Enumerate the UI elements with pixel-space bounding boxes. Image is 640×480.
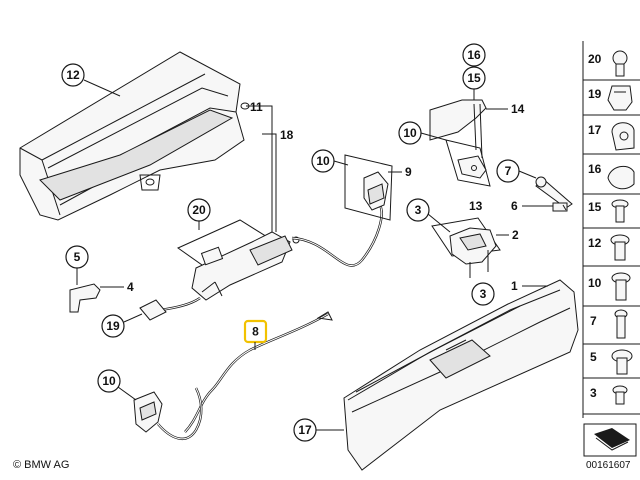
svg-text:3: 3 (415, 203, 422, 217)
sidebar-row-7: 7 (583, 309, 640, 345)
bracket-13-part (445, 139, 491, 187)
svg-text:4: 4 (127, 280, 134, 294)
svg-text:15: 15 (588, 200, 602, 214)
flange-screw-icon (611, 199, 629, 223)
callout-19: 19 (101, 313, 143, 338)
callout-11: 11 (250, 100, 263, 114)
hex-bolt-icon (610, 234, 630, 261)
document-number: 00161607 (586, 460, 631, 471)
bracket-5-part (69, 283, 101, 313)
small-screw-icon (612, 385, 628, 405)
svg-text:7: 7 (590, 314, 597, 328)
svg-text:10: 10 (588, 276, 602, 290)
clip-nut-icon (607, 85, 633, 111)
svg-text:5: 5 (74, 250, 81, 264)
strut-6-part (535, 176, 573, 212)
cap-icon (607, 165, 635, 190)
svg-text:17: 17 (588, 123, 602, 137)
svg-text:2: 2 (512, 228, 519, 242)
callout-13: 13 (469, 199, 483, 213)
callout-4: 4 (100, 280, 134, 294)
svg-text:3: 3 (590, 386, 597, 400)
storage-tray-part (19, 51, 250, 221)
svg-text:19: 19 (588, 87, 602, 101)
callout-7: 7 (496, 159, 537, 183)
callout-5: 5 (65, 245, 89, 285)
callout-10c: 10 (97, 369, 137, 401)
sidebar-row-17: 17 (583, 122, 640, 155)
sidebar-row-20: 20 (583, 50, 640, 81)
tailgate-panel-1-part (343, 279, 579, 471)
switch-9-part (344, 154, 393, 221)
svg-text:15: 15 (467, 71, 481, 85)
svg-text:17: 17 (298, 423, 312, 437)
lock-10-part (133, 391, 163, 433)
svg-text:16: 16 (467, 48, 481, 62)
connector-19-part (139, 299, 167, 321)
direction-arrow-icon (583, 423, 637, 457)
callout-1: 1 (511, 279, 548, 293)
callout-12: 12 (61, 63, 121, 97)
svg-text:1: 1 (511, 279, 518, 293)
svg-text:9: 9 (405, 165, 412, 179)
sidebar-row-16: 16 (583, 162, 640, 195)
svg-text:8: 8 (252, 325, 259, 339)
svg-text:16: 16 (588, 162, 602, 176)
svg-text:7: 7 (505, 164, 512, 178)
copyright-notice: © BMW AG (13, 459, 70, 471)
callout-9: 9 (388, 165, 412, 179)
svg-text:19: 19 (106, 319, 120, 333)
sidebar-row-10: 10 (583, 272, 640, 307)
callout-3a: 3 (406, 198, 451, 233)
sidebar-row-5: 5 (583, 349, 640, 379)
callout-17: 17 (293, 418, 344, 442)
callout-15: 15 (462, 66, 486, 100)
sidebar-row-12: 12 (583, 234, 640, 267)
sidebar-row-15: 15 (583, 199, 640, 229)
svg-text:11: 11 (250, 100, 263, 114)
svg-text:18: 18 (280, 128, 294, 142)
svg-text:20: 20 (588, 52, 602, 66)
hinge-2-part (431, 217, 501, 278)
hex-bolt-icon (611, 349, 633, 375)
svg-text:12: 12 (66, 68, 80, 82)
callout-18: 18 (280, 128, 294, 142)
ball-stud-icon (614, 309, 628, 339)
lock-actuator-part (176, 219, 300, 301)
svg-text:3: 3 (480, 287, 487, 301)
svg-text:14: 14 (511, 102, 525, 116)
svg-text:12: 12 (588, 236, 602, 250)
callout-2: 2 (496, 228, 519, 242)
callout-10b: 10 (398, 121, 447, 145)
svg-text:10: 10 (316, 154, 330, 168)
bowden-cable-8-part (184, 311, 333, 433)
svg-text:10: 10 (102, 374, 116, 388)
hex-bolt-icon (611, 272, 631, 301)
callout-8-highlighted: 8 (243, 319, 268, 350)
sidebar-row-3: 3 (583, 385, 640, 415)
hardware-sidebar: 20 19 17 16 (582, 41, 640, 418)
grommet-icon (611, 122, 635, 151)
sidebar-row-19: 19 (583, 85, 640, 116)
handle-14-part (429, 99, 487, 159)
svg-text:6: 6 (511, 199, 518, 213)
svg-text:5: 5 (590, 350, 597, 364)
svg-text:20: 20 (192, 203, 206, 217)
callout-16: 16 (462, 43, 486, 67)
callout-6: 6 (511, 199, 553, 213)
callout-3b: 3 (471, 282, 495, 306)
svg-text:13: 13 (469, 199, 483, 213)
svg-text:10: 10 (403, 126, 417, 140)
callout-20: 20 (187, 198, 211, 230)
callout-10a: 10 (311, 149, 349, 173)
callout-14: 14 (486, 102, 525, 116)
torx-screw-icon (612, 50, 628, 77)
